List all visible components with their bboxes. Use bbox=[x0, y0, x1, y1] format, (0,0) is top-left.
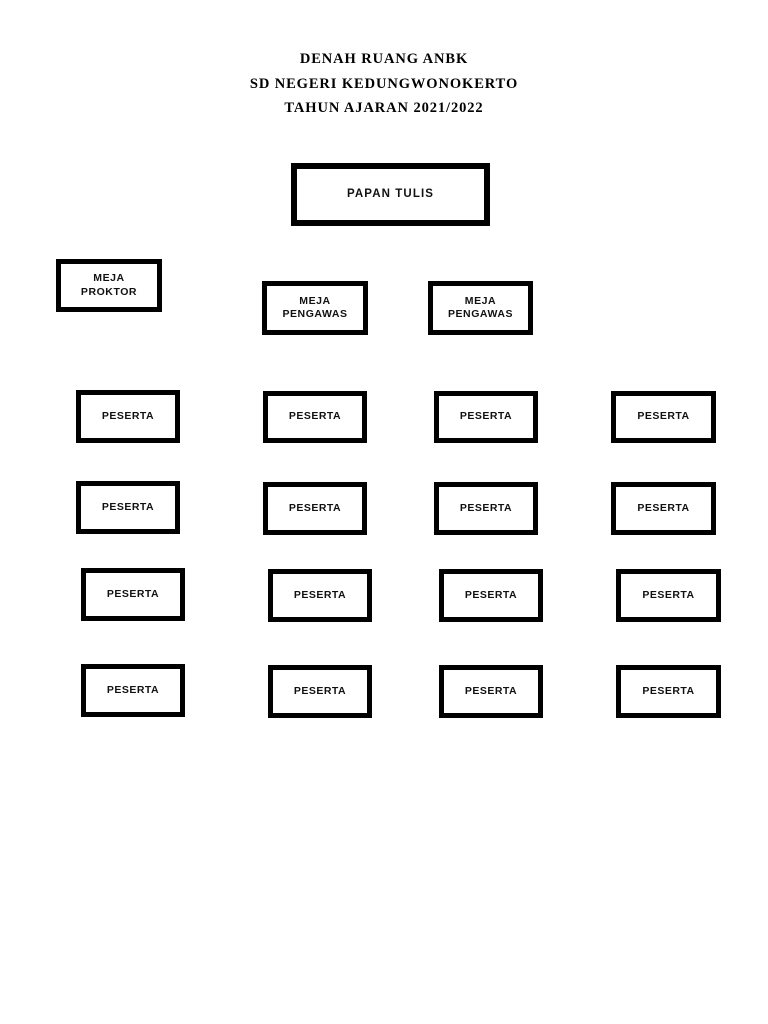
seat-box-r3-c3: PESERTA bbox=[439, 569, 543, 622]
seat-box-r4-c1: PESERTA bbox=[81, 664, 185, 717]
desk-box-pengawas-3: MEJA PENGAWAS bbox=[428, 281, 533, 335]
seat-box-r4-c4: PESERTA bbox=[616, 665, 721, 718]
desk-label: MEJA PENGAWAS bbox=[447, 294, 514, 320]
seat-box-r2-c1: PESERTA bbox=[76, 481, 180, 534]
page-title: DENAH RUANG ANBK SD NEGERI KEDUNGWONOKER… bbox=[0, 47, 768, 121]
desk-label: MEJA PENGAWAS bbox=[282, 294, 348, 320]
seat-label: PESERTA bbox=[637, 410, 690, 423]
seat-box-r2-c3: PESERTA bbox=[434, 482, 538, 535]
seat-box-r4-c3: PESERTA bbox=[439, 665, 543, 718]
seat-box-r1-c1: PESERTA bbox=[76, 390, 180, 443]
whiteboard-label: PAPAN TULIS bbox=[346, 188, 435, 201]
seat-label: PESERTA bbox=[464, 684, 518, 697]
seat-label: PESERTA bbox=[459, 410, 513, 423]
seat-label: PESERTA bbox=[642, 588, 695, 601]
seat-label: PESERTA bbox=[459, 501, 513, 514]
seat-label: PESERTA bbox=[464, 588, 518, 601]
seat-box-r3-c1: PESERTA bbox=[81, 568, 185, 621]
seat-label: PESERTA bbox=[101, 409, 155, 422]
seat-box-r1-c4: PESERTA bbox=[611, 391, 716, 443]
seat-box-r4-c2: PESERTA bbox=[268, 665, 372, 718]
seat-label: PESERTA bbox=[106, 587, 160, 600]
title-line-1: DENAH RUANG ANBK bbox=[299, 51, 469, 67]
desk-label: MEJA PROKTOR bbox=[80, 272, 138, 298]
seat-label: PESERTA bbox=[642, 684, 695, 697]
title-line-2: SD NEGERI KEDUNGWONOKERTO bbox=[249, 75, 519, 92]
desk-box-proktor-1: MEJA PROKTOR bbox=[56, 259, 162, 312]
seat-box-r1-c3: PESERTA bbox=[434, 391, 538, 443]
seat-label: PESERTA bbox=[101, 500, 155, 513]
seat-label: PESERTA bbox=[637, 501, 690, 514]
seat-box-r1-c2: PESERTA bbox=[263, 391, 367, 443]
seat-box-r3-c4: PESERTA bbox=[616, 569, 721, 622]
whiteboard-box: PAPAN TULIS bbox=[291, 163, 490, 226]
desk-box-pengawas-2: MEJA PENGAWAS bbox=[262, 281, 368, 335]
seat-label: PESERTA bbox=[106, 683, 160, 696]
seat-label: PESERTA bbox=[288, 410, 342, 423]
seat-box-r3-c2: PESERTA bbox=[268, 569, 372, 622]
seat-label: PESERTA bbox=[288, 501, 342, 514]
seat-box-r2-c2: PESERTA bbox=[263, 482, 367, 535]
title-line-3: TAHUN AJARAN 2021/2022 bbox=[284, 100, 484, 116]
seat-label: PESERTA bbox=[293, 588, 347, 601]
seat-box-r2-c4: PESERTA bbox=[611, 482, 716, 535]
seat-label: PESERTA bbox=[293, 684, 347, 697]
